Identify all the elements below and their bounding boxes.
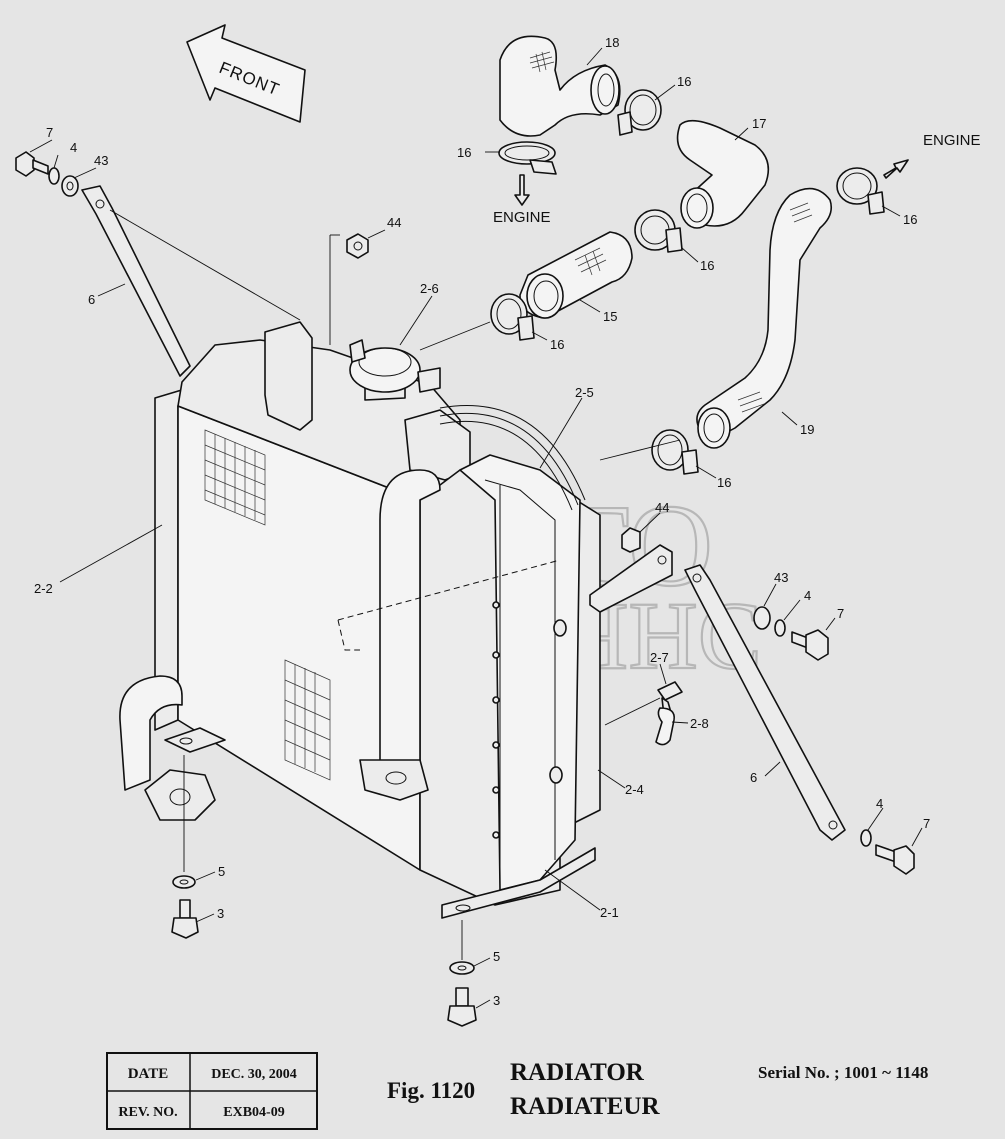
callout-16: 16 bbox=[717, 475, 731, 490]
callout-2-5: 2-5 bbox=[575, 385, 594, 400]
date-value: DEC. 30, 2004 bbox=[211, 1067, 297, 1082]
engine-label-top: ENGINE bbox=[493, 209, 551, 226]
mounting-foot bbox=[441, 847, 596, 919]
outlet-pipe bbox=[379, 469, 441, 771]
bolt-icon bbox=[805, 629, 829, 661]
leader-lines bbox=[29, 47, 923, 1009]
callout-7: 7 bbox=[46, 125, 53, 140]
stay-bar-right bbox=[684, 564, 846, 841]
callout-2-2: 2-2 bbox=[34, 581, 53, 596]
callout-19: 19 bbox=[800, 422, 814, 437]
washer-icon bbox=[449, 961, 475, 975]
clamp-16-f bbox=[651, 429, 699, 475]
lower-pipe bbox=[119, 675, 183, 791]
callout-2-7: 2-7 bbox=[650, 650, 669, 665]
bottom-left-fasteners bbox=[171, 755, 199, 939]
callouts: 18 16 16 17 16 16 15 16 19 16 7 4 43 44 … bbox=[34, 35, 930, 1008]
front-arrow: FRONT bbox=[186, 24, 306, 123]
hose-17 bbox=[676, 119, 770, 229]
clamp-16-a bbox=[617, 89, 662, 136]
callout-2-4: 2-4 bbox=[625, 782, 644, 797]
callout-44: 44 bbox=[655, 500, 669, 515]
figure-title-fr: RADIATEUR bbox=[510, 1093, 660, 1120]
serial-number: Serial No. ; 1001 ~ 1148 bbox=[758, 1063, 928, 1082]
callout-3: 3 bbox=[217, 906, 224, 921]
callout-43: 43 bbox=[774, 570, 788, 585]
rev-value: EXB04-09 bbox=[223, 1105, 284, 1120]
callout-7: 7 bbox=[837, 606, 844, 621]
date-label: DATE bbox=[128, 1066, 169, 1082]
callout-16: 16 bbox=[903, 212, 917, 227]
rev-label: REV. NO. bbox=[118, 1105, 177, 1120]
callout-44: 44 bbox=[387, 215, 401, 230]
washer-icon bbox=[61, 175, 79, 197]
callout-18: 18 bbox=[605, 35, 619, 50]
callout-15: 15 bbox=[603, 309, 617, 324]
hose-19 bbox=[696, 187, 833, 449]
left-stay-assembly bbox=[15, 151, 301, 377]
lock-washer-icon bbox=[48, 167, 60, 185]
hose-18 bbox=[499, 35, 621, 137]
washer-icon bbox=[172, 875, 196, 889]
bottom-center-fasteners bbox=[447, 920, 477, 1027]
callout-4: 4 bbox=[876, 796, 883, 811]
callout-16: 16 bbox=[677, 74, 691, 89]
bolt-icon bbox=[447, 1005, 477, 1027]
engine-label-right: ENGINE bbox=[923, 132, 981, 149]
callout-5: 5 bbox=[493, 949, 500, 964]
core-mesh bbox=[204, 429, 331, 781]
callout-17: 17 bbox=[752, 116, 766, 131]
callout-16: 16 bbox=[700, 258, 714, 273]
right-arrow-icon bbox=[883, 159, 909, 179]
clamp-16-d bbox=[634, 209, 683, 253]
lock-washer-icon bbox=[860, 829, 872, 847]
info-table: DATE DEC. 30, 2004 REV. NO. EXB04-09 bbox=[106, 1052, 318, 1130]
nut-44-top bbox=[346, 233, 369, 259]
callout-6: 6 bbox=[750, 770, 757, 785]
callout-3: 3 bbox=[493, 993, 500, 1008]
callout-7: 7 bbox=[923, 816, 930, 831]
radiator bbox=[119, 234, 601, 919]
tank-bracket bbox=[264, 321, 313, 431]
drain-hose-2-8 bbox=[655, 707, 676, 746]
figure-title-en: RADIATOR bbox=[510, 1059, 645, 1086]
washer-icon bbox=[753, 606, 771, 630]
stay-bar-left bbox=[81, 185, 191, 377]
bolt-icon bbox=[171, 917, 199, 939]
bolt-icon bbox=[893, 845, 915, 875]
callout-16: 16 bbox=[550, 337, 564, 352]
callout-2-6: 2-6 bbox=[420, 281, 439, 296]
clamp-16-e bbox=[490, 293, 535, 341]
clamp-16-b bbox=[498, 141, 557, 206]
nut-44-mid bbox=[621, 527, 641, 553]
down-arrow-icon bbox=[514, 174, 530, 206]
callout-4: 4 bbox=[804, 588, 811, 603]
callout-4: 4 bbox=[70, 140, 77, 155]
right-stay-assembly bbox=[684, 564, 915, 875]
lock-washer-icon bbox=[774, 619, 786, 637]
bolt-icon bbox=[15, 151, 35, 177]
callout-2-1: 2-1 bbox=[600, 905, 619, 920]
callout-43: 43 bbox=[94, 153, 108, 168]
callout-2-8: 2-8 bbox=[690, 716, 709, 731]
hose-15 bbox=[519, 231, 633, 319]
callout-5: 5 bbox=[218, 864, 225, 879]
figure-number: Fig. 1120 bbox=[387, 1078, 475, 1103]
callout-16: 16 bbox=[457, 145, 471, 160]
callout-6: 6 bbox=[88, 292, 95, 307]
right-upper-bracket bbox=[589, 544, 673, 613]
clamp-16-c bbox=[836, 159, 909, 215]
